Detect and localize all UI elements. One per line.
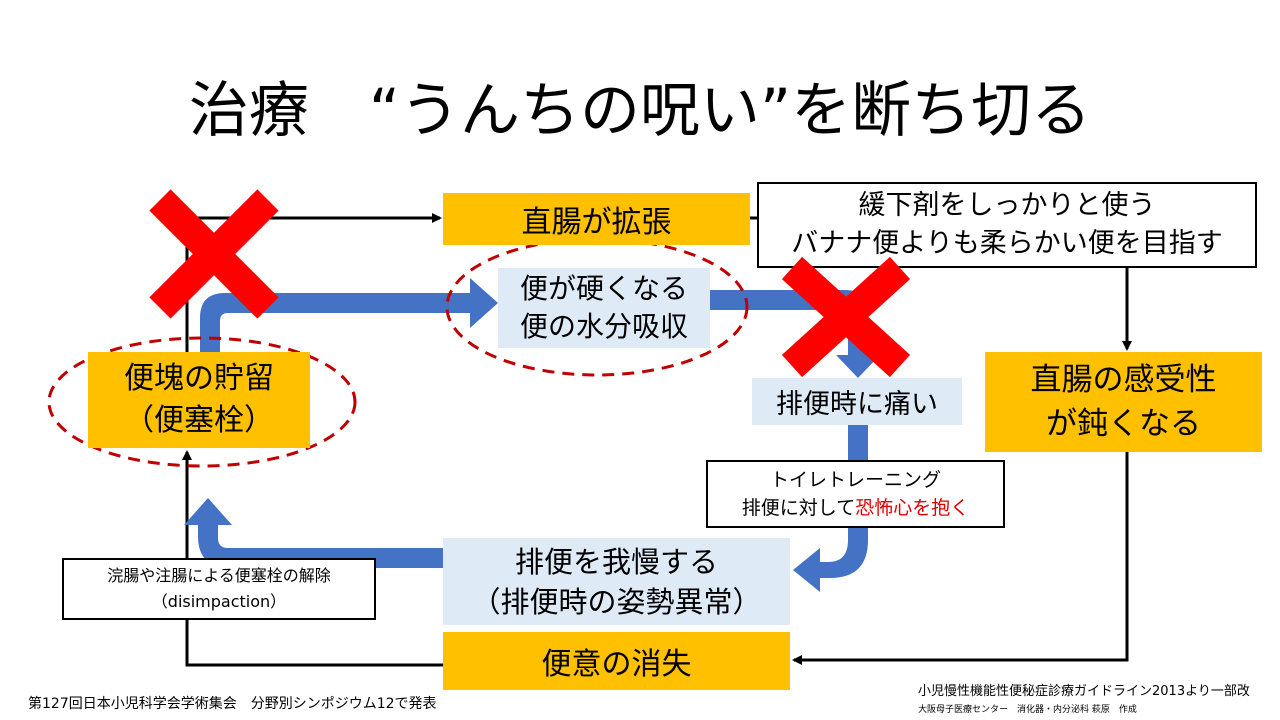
box-impaction: 便塊の貯留 （便塞栓）	[88, 352, 310, 448]
label: 排便時に痛い	[776, 389, 938, 420]
box-withhold: 排便を我慢する （排便時の姿勢異常）	[443, 538, 790, 625]
footer-presentation: 第127回日本小児科学会学術集会 分野別シンポジウム12で発表	[28, 696, 437, 712]
label: （disimpaction）	[151, 592, 287, 611]
label: 直腸の感受性	[1030, 362, 1217, 398]
label: 排便に対して	[741, 497, 856, 519]
footer-source: 小児慢性機能性便秘症診療ガイドライン2013より一部改	[918, 684, 1250, 699]
label: 浣腸や注腸による便塞栓の解除	[107, 566, 331, 585]
label: （便塞栓）	[124, 403, 274, 438]
page-title: 治療 “うんちの呪い”を断ち切る	[188, 75, 1092, 146]
label: （排便時の姿勢異常）	[471, 584, 762, 619]
label: 緩下剤をしっかりと使う	[858, 190, 1156, 221]
label: 便の水分吸収	[519, 310, 688, 343]
box-toilet-training: トイレトレーニング 排便に対して恐怖心を抱く	[706, 460, 1005, 528]
box-urge-loss: 便意の消失	[443, 632, 790, 690]
label: 排便を我慢する	[514, 544, 718, 579]
line-impaction-to-dilation	[185, 213, 442, 355]
label: バナナ便よりも柔らかい便を目指す	[791, 228, 1223, 259]
label: が鈍くなる	[1046, 406, 1201, 442]
label: 便意の消失	[541, 647, 692, 682]
box-disimpaction: 浣腸や注腸による便塞栓の解除 （disimpaction）	[62, 558, 376, 620]
line-sensitivity-to-urge	[792, 452, 1129, 665]
label: 直腸が拡張	[521, 205, 672, 240]
box-painful: 排便時に痛い	[752, 378, 962, 425]
label: 便塊の貯留	[124, 361, 274, 396]
label: トイレトレーニング	[769, 469, 941, 491]
box-laxative: 緩下剤をしっかりと使う バナナ便よりも柔らかい便を目指す	[757, 182, 1257, 268]
blue-arrow-withhold-to-impaction	[184, 498, 443, 568]
footer-author: 大阪母子医療センター 消化器・内分泌科 萩原 作成	[918, 705, 1137, 715]
box-sensitivity: 直腸の感受性 が鈍くなる	[985, 352, 1262, 452]
box-rectal-dilation: 直腸が拡張	[443, 193, 750, 245]
blue-arrow-impaction-to-hard	[200, 278, 498, 352]
fear-highlight: 恐怖心を抱く	[855, 497, 970, 519]
box-hard-stool: 便が硬くなる 便の水分吸収	[498, 268, 710, 348]
label: 便が硬くなる	[519, 272, 688, 305]
dashed-ellipse-impaction	[47, 336, 357, 468]
